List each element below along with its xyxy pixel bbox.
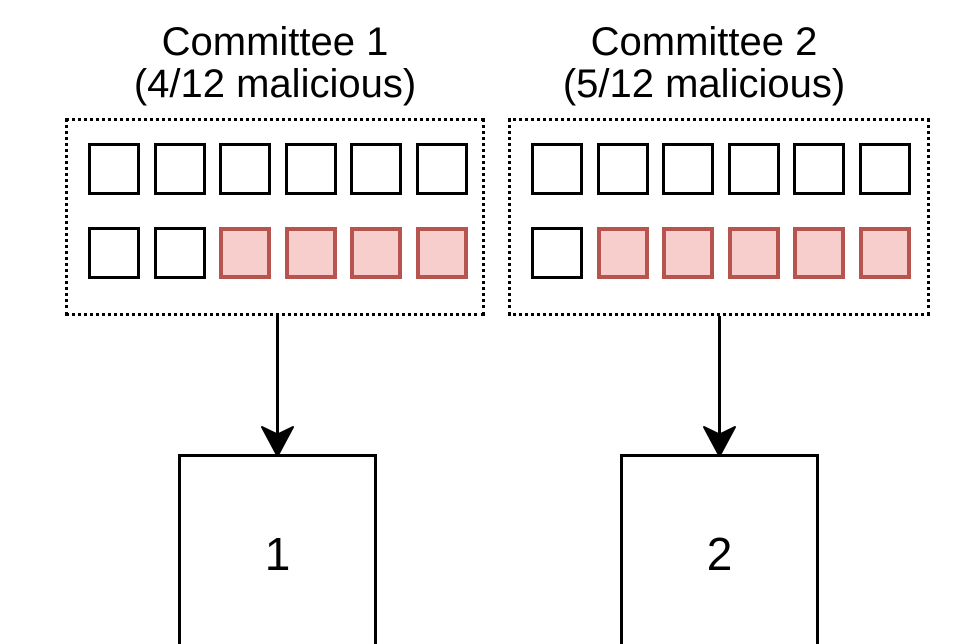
committee-2-member-row-top [531, 143, 911, 195]
honest-member-square [153, 143, 206, 195]
committee-1-title: Committee 1 (4/12 malicious) [65, 21, 485, 105]
honest-member-square [88, 227, 140, 279]
committee-2-title: Committee 2 (5/12 malicious) [494, 21, 914, 105]
node-1-box: 1 [178, 454, 377, 644]
malicious-member-square [219, 227, 271, 279]
committee-1-member-row-top [88, 143, 468, 195]
malicious-member-square [415, 227, 468, 279]
committee-2-container [508, 118, 930, 316]
committee-1-member-row-bottom [88, 227, 468, 279]
malicious-member-square [727, 227, 780, 279]
node-1-label: 1 [264, 528, 291, 580]
honest-member-square [350, 143, 402, 195]
arrow-committee-1-to-node-1 [261, 316, 294, 457]
node-2-box: 2 [620, 454, 819, 644]
malicious-member-square [662, 227, 714, 279]
committee-1-subtitle: (4/12 malicious) [133, 62, 417, 106]
honest-member-square [531, 143, 583, 195]
honest-member-square [727, 143, 780, 195]
honest-member-square [153, 227, 206, 279]
honest-member-square [88, 143, 140, 195]
malicious-member-square [596, 227, 649, 279]
honest-member-square [219, 143, 271, 195]
malicious-member-square [284, 227, 337, 279]
arrow-committee-2-to-node-2 [703, 316, 736, 457]
honest-member-square [793, 143, 845, 195]
honest-member-square [531, 227, 583, 279]
honest-member-square [662, 143, 714, 195]
committee-2-name: Committee 2 [590, 20, 818, 64]
node-2-label: 2 [706, 528, 733, 580]
malicious-member-square [350, 227, 402, 279]
committee-2-member-row-bottom [531, 227, 911, 279]
committee-1-name: Committee 1 [161, 20, 389, 64]
honest-member-square [415, 143, 468, 195]
malicious-member-square [858, 227, 911, 279]
committee-1-container [65, 118, 485, 316]
honest-member-square [858, 143, 911, 195]
honest-member-square [596, 143, 649, 195]
committee-2-subtitle: (5/12 malicious) [562, 62, 846, 106]
malicious-member-square [793, 227, 845, 279]
honest-member-square [284, 143, 337, 195]
